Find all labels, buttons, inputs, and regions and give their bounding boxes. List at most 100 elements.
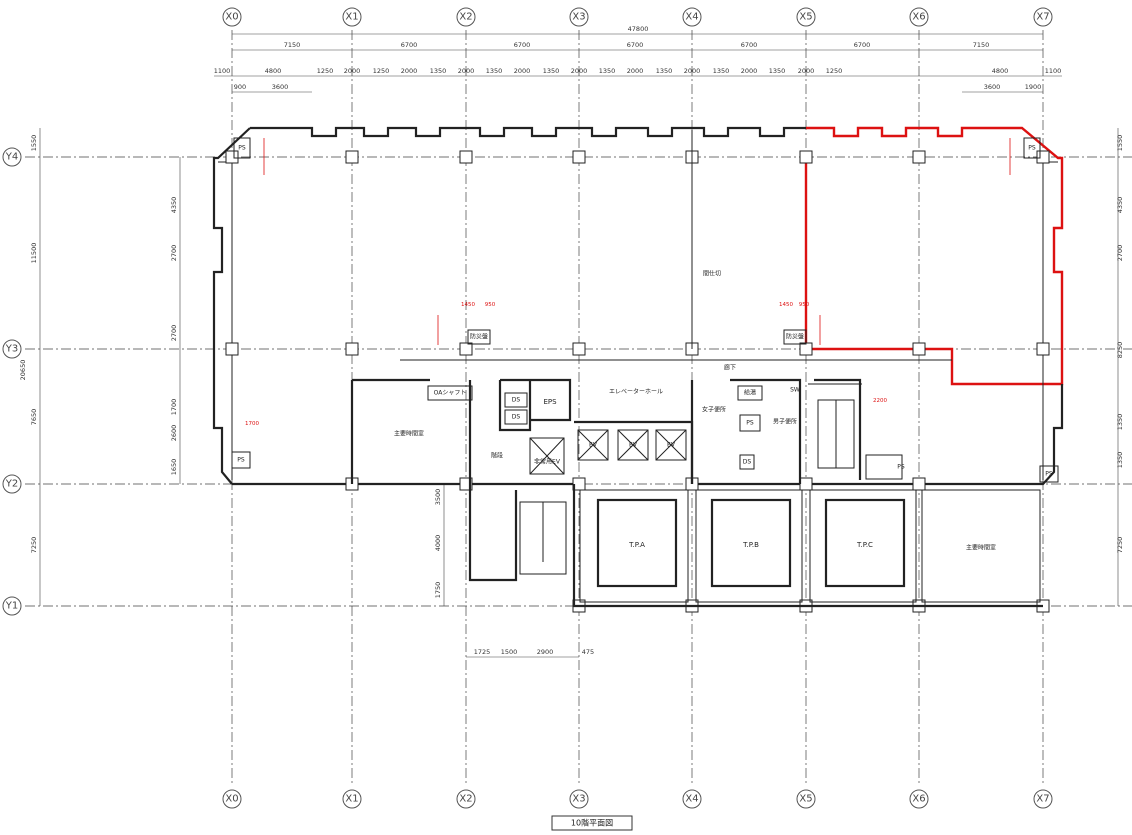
svg-text:1900: 1900 [1025, 83, 1042, 91]
axis-bubble-x5-bottom: X5 [796, 789, 816, 809]
svg-text:6700: 6700 [514, 41, 531, 49]
axis-bubble-x2-bottom: X2 [456, 789, 476, 809]
svg-text:2000: 2000 [401, 67, 418, 75]
top-right-ps: PS [1023, 137, 1041, 159]
svg-text:2000: 2000 [514, 67, 531, 75]
svg-text:防災盤: 防災盤 [470, 333, 488, 341]
svg-text:DS: DS [512, 414, 521, 421]
svg-text:1450: 1450 [461, 302, 475, 308]
svg-text:2000: 2000 [458, 67, 475, 75]
svg-text:10階平面図: 10階平面図 [571, 818, 613, 828]
svg-text:X6: X6 [912, 12, 925, 23]
svg-text:PS: PS [746, 420, 754, 427]
svg-text:Y3: Y3 [5, 344, 18, 355]
bottom-left-ps: PS [231, 451, 251, 469]
right-dimensions: 1550 4350 2700 8250 1350 1350 7250 [1116, 128, 1124, 606]
axis-bubble-y3: Y3 [2, 339, 22, 359]
svg-text:X1: X1 [345, 794, 358, 805]
svg-text:2000: 2000 [627, 67, 644, 75]
svg-text:1250: 1250 [373, 67, 390, 75]
svg-text:X4: X4 [685, 12, 698, 23]
svg-text:2600: 2600 [170, 425, 178, 442]
bottom-right-ps: PS [1039, 465, 1059, 483]
svg-text:X0: X0 [225, 12, 238, 23]
svg-text:DS: DS [743, 459, 752, 466]
svg-text:7250: 7250 [1116, 537, 1124, 554]
men-wc-label: 男子便所 [773, 418, 797, 426]
svg-text:給湯: 給湯 [744, 389, 756, 397]
tpa-label: T.P.A [628, 541, 645, 549]
svg-text:475: 475 [582, 648, 594, 656]
svg-text:1700: 1700 [170, 399, 178, 416]
left-axis-bubbles: Y4 Y3 Y2 Y1 [2, 147, 22, 616]
svg-text:1350: 1350 [713, 67, 730, 75]
svg-text:間仕切: 間仕切 [703, 270, 721, 278]
svg-text:EV: EV [629, 442, 638, 449]
axis-bubble-x0-bottom: X0 [222, 789, 242, 809]
svg-text:X7: X7 [1036, 12, 1049, 23]
svg-text:X2: X2 [459, 12, 472, 23]
axis-bubble-x6-top: X6 [909, 7, 929, 27]
ev-hall-label: エレベーターホール [609, 388, 663, 396]
svg-text:6700: 6700 [627, 41, 644, 49]
eps-label: EPS [543, 398, 557, 406]
svg-text:1450: 1450 [779, 302, 793, 308]
axis-bubble-x5-top: X5 [796, 7, 816, 27]
svg-text:1350: 1350 [430, 67, 447, 75]
svg-text:1250: 1250 [317, 67, 334, 75]
svg-text:6700: 6700 [401, 41, 418, 49]
bottom-axis-bubbles: X0 X1 X2 X3 X4 X5 X6 X7 [222, 789, 1053, 809]
drawing-title: 10階平面図 [551, 815, 633, 831]
svg-text:X5: X5 [799, 12, 812, 23]
svg-text:4800: 4800 [265, 67, 282, 75]
svg-text:Y2: Y2 [5, 479, 18, 490]
svg-text:1100: 1100 [1045, 67, 1062, 75]
axis-bubble-x4-top: X4 [682, 7, 702, 27]
axis-bubble-x3-bottom: X3 [569, 789, 589, 809]
core-walls [350, 359, 1043, 608]
svg-text:2900: 2900 [537, 648, 554, 656]
svg-text:非常用EV: 非常用EV [534, 458, 561, 466]
oa-shaft-label: OAシャフト [434, 390, 467, 397]
svg-text:X6: X6 [912, 794, 925, 805]
svg-text:4800: 4800 [992, 67, 1009, 75]
svg-text:X1: X1 [345, 12, 358, 23]
svg-text:3600: 3600 [984, 83, 1001, 91]
svg-text:1350: 1350 [769, 67, 786, 75]
axis-bubble-x3-top: X3 [569, 7, 589, 27]
axis-bubble-x0-top: X0 [222, 7, 242, 27]
svg-text:2000: 2000 [571, 67, 588, 75]
svg-text:X5: X5 [799, 794, 812, 805]
axis-bubble-x7-top: X7 [1033, 7, 1053, 27]
dim-overall: 47800 [628, 25, 649, 33]
svg-text:Y4: Y4 [5, 152, 18, 163]
svg-text:3600: 3600 [272, 83, 289, 91]
svg-text:1350: 1350 [486, 67, 503, 75]
svg-text:8250: 8250 [1116, 342, 1124, 359]
svg-text:DS: DS [512, 397, 521, 404]
top-left-ps: PS [233, 137, 251, 159]
svg-text:1725: 1725 [474, 648, 491, 656]
axis-bubble-x1-bottom: X1 [342, 789, 362, 809]
svg-text:7150: 7150 [284, 41, 301, 49]
svg-text:950: 950 [799, 302, 810, 308]
svg-text:2200: 2200 [873, 398, 887, 404]
y-grid-lines [25, 156, 1132, 607]
left-room-label: 主要時間室 [394, 430, 424, 438]
svg-text:2700: 2700 [1116, 245, 1124, 262]
svg-text:X7: X7 [1036, 794, 1049, 805]
svg-text:20650: 20650 [19, 360, 27, 381]
svg-text:1700: 1700 [245, 421, 259, 427]
exterior-walls [212, 126, 806, 486]
svg-text:X2: X2 [459, 794, 472, 805]
tpc-label: T.P.C [856, 541, 873, 549]
tp-rooms: T.P.A T.P.B T.P.C 主要時間室 [579, 489, 1041, 603]
svg-text:階段: 階段 [491, 452, 503, 460]
right-room-label: 主要時間室 [966, 544, 996, 552]
svg-text:4350: 4350 [1116, 197, 1124, 214]
top-dimensions: 47800 7150 6700 6700 6700 6700 6700 7150… [214, 25, 1062, 93]
core-rooms: OAシャフト DS DS EPS エレベーターホール 廊下 非常用EV EV E… [394, 329, 905, 480]
svg-text:4000: 4000 [434, 535, 442, 552]
svg-text:7650: 7650 [30, 409, 38, 426]
